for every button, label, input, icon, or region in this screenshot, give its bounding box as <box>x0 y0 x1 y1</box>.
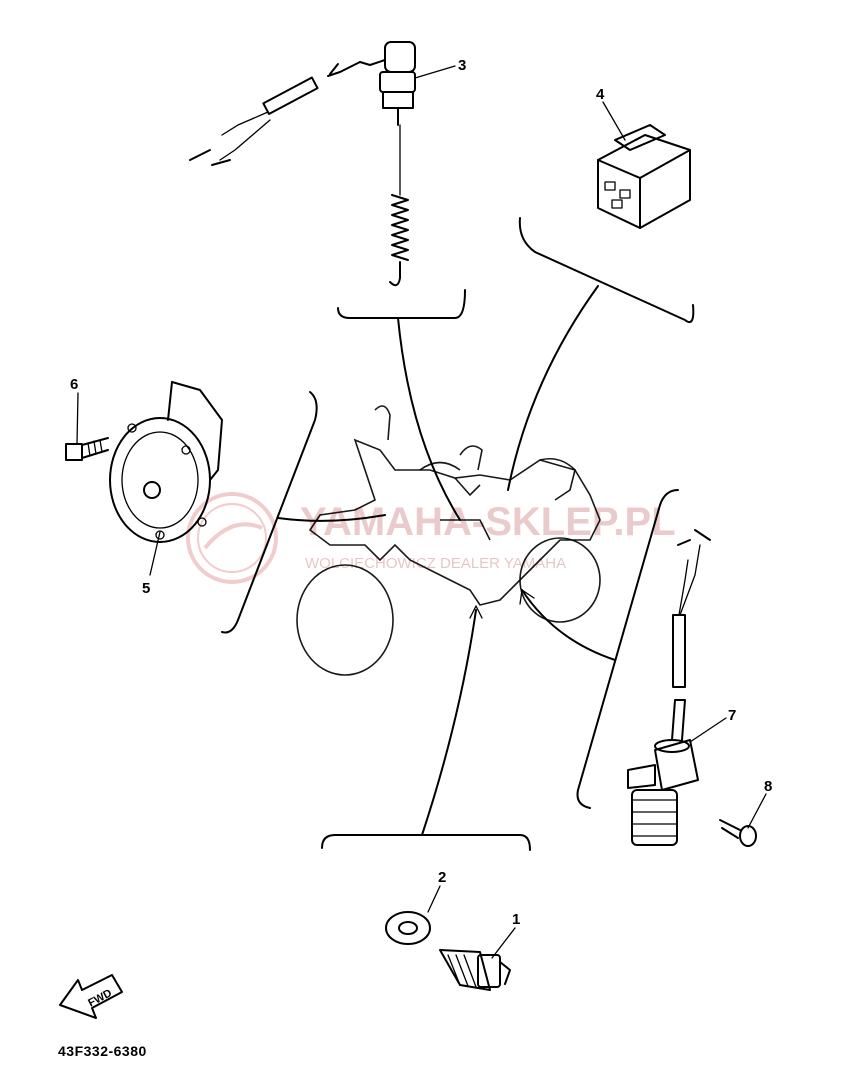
bracket-right <box>576 489 679 809</box>
bracket-left <box>221 391 318 634</box>
callout-leader-3 <box>414 65 456 79</box>
fwd-label: FWD <box>86 987 114 1009</box>
callout-5: 5 <box>142 580 150 597</box>
fwd-arrow-icon: FWD <box>59 974 123 1019</box>
callout-leader-7 <box>689 717 727 743</box>
callout-6: 6 <box>70 376 78 393</box>
bracket-top-center <box>337 289 466 319</box>
arrow-head-7 <box>519 589 535 605</box>
leader-3 <box>397 317 461 521</box>
callout-4: 4 <box>596 86 605 103</box>
watermark-logo <box>186 492 278 584</box>
callout-2: 2 <box>438 869 446 886</box>
leader-5 <box>277 514 386 522</box>
leader-4 <box>507 285 599 491</box>
watermark: YAMAHA-SKLEP.PL WOLCIECHOWICZ DEALER YAM… <box>186 492 676 584</box>
callout-7: 7 <box>728 707 736 724</box>
part-5-horn <box>109 381 223 543</box>
callout-leader-8 <box>747 793 767 829</box>
leader-1 <box>421 609 477 836</box>
arrow-head-1 <box>469 605 483 619</box>
callout-leader-1 <box>491 927 516 959</box>
leader-7 <box>521 589 616 661</box>
motorcycle-outline <box>296 405 601 676</box>
callout-leader-2 <box>427 885 441 913</box>
part-code: 43F332-6380 <box>58 1043 147 1059</box>
bracket-top-right <box>518 217 695 324</box>
watermark-subtitle: WOLCIECHOWICZ DEALER YAMAHA <box>305 555 566 572</box>
callout-leader-5 <box>149 531 161 576</box>
part-7-switch <box>627 529 711 846</box>
part-6-bolt <box>65 437 109 461</box>
callout-leader-4 <box>602 101 626 141</box>
part-4-relay <box>597 124 691 229</box>
callout-1: 1 <box>512 911 520 928</box>
part-3-switch <box>189 41 416 287</box>
callout-leader-6 <box>76 392 79 445</box>
bracket-bottom <box>321 834 531 851</box>
part-8-screw <box>719 819 757 847</box>
callout-3: 3 <box>458 57 466 74</box>
part-1-sensor <box>439 949 511 991</box>
callout-8: 8 <box>764 778 772 795</box>
part-2-washer <box>385 911 431 945</box>
